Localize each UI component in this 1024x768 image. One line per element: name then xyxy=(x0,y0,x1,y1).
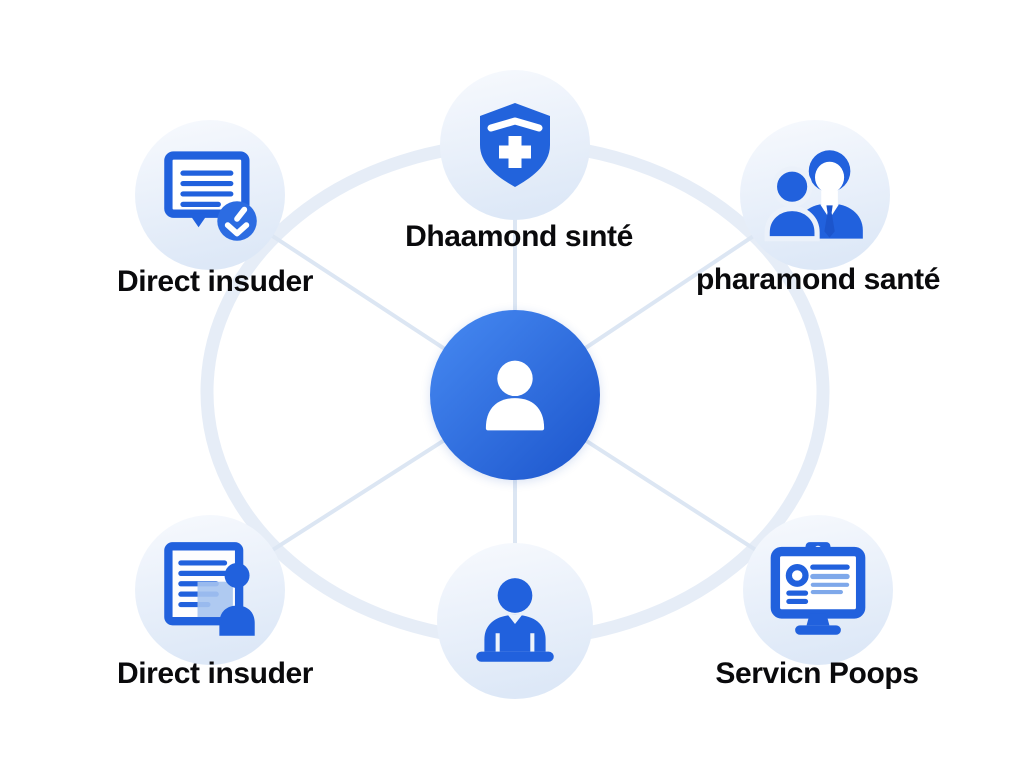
node-dhaamond-sante xyxy=(440,70,590,220)
node-direct-insuder-bottom xyxy=(135,515,285,665)
user-icon xyxy=(485,360,545,431)
node-direct-insuder-top xyxy=(135,120,285,270)
node-label-bottom-left: Direct insuder xyxy=(116,657,314,690)
monitor-icon xyxy=(770,542,866,635)
person-desk-icon xyxy=(476,578,554,662)
document-person-icon xyxy=(164,542,255,636)
node-label-bottom-right: Servicn Poops xyxy=(715,657,919,690)
node-person-desk xyxy=(437,543,593,699)
node-label-top-left: Direct insuder xyxy=(116,265,314,298)
two-people-icon xyxy=(764,150,863,242)
node-servicn-poops xyxy=(743,515,893,665)
shield-cross-icon xyxy=(480,103,550,187)
message-check-icon xyxy=(164,151,257,241)
node-central-user xyxy=(430,310,600,480)
node-pharamond-sante xyxy=(740,120,890,270)
node-label-top-center: Dhaamond sınté xyxy=(405,220,633,253)
node-label-top-right: pharamond santé xyxy=(695,263,941,296)
